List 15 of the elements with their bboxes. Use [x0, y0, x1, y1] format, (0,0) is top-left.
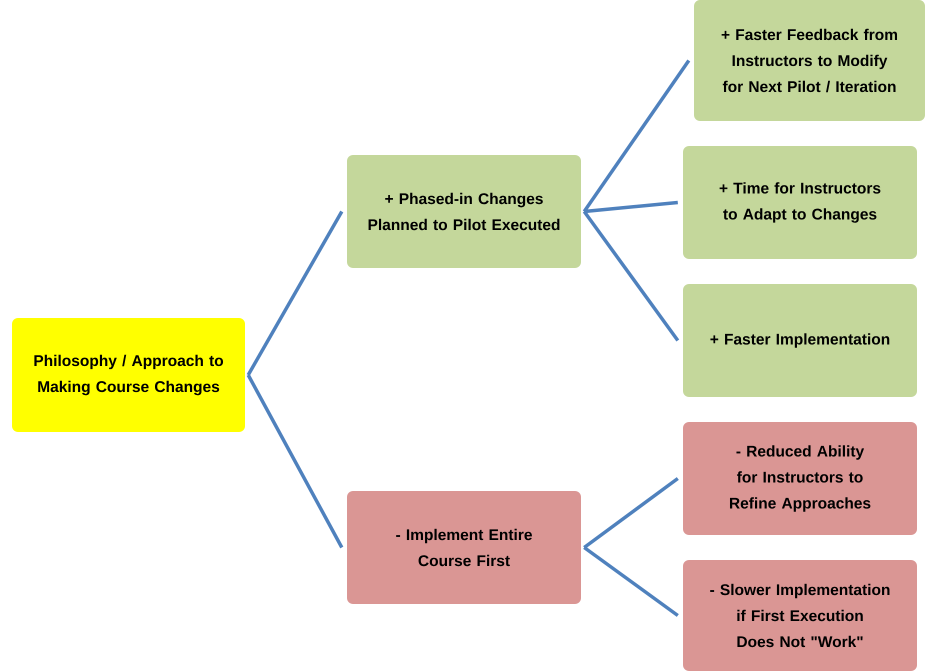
text-box: + Phased-in Changes Planned to Pilot Executed	[347, 155, 581, 268]
text-box: + Time for Instructors to Adapt to Changes	[683, 146, 917, 259]
connector-line	[584, 200, 678, 214]
text-box: + Faster Feedback from Instructors to Modify for Next Pilot / Iteration	[694, 0, 925, 121]
text-box: - Implement Entire Course First	[347, 491, 581, 604]
connector-line	[582, 210, 680, 342]
connector-line	[246, 210, 344, 376]
text-box: - Reduced Ability for Instructors to Refine Approaches	[683, 422, 917, 535]
text-box: - Slower Implementation if First Execution Does Not "Work"	[683, 560, 917, 671]
text-box: Philosophy / Approach to Making Course Changes	[12, 318, 245, 432]
connector-line	[583, 546, 679, 617]
connector-line	[582, 60, 690, 212]
connector-line	[246, 374, 344, 548]
text-box: + Faster Implementation	[683, 284, 917, 397]
connector-line	[583, 477, 679, 549]
